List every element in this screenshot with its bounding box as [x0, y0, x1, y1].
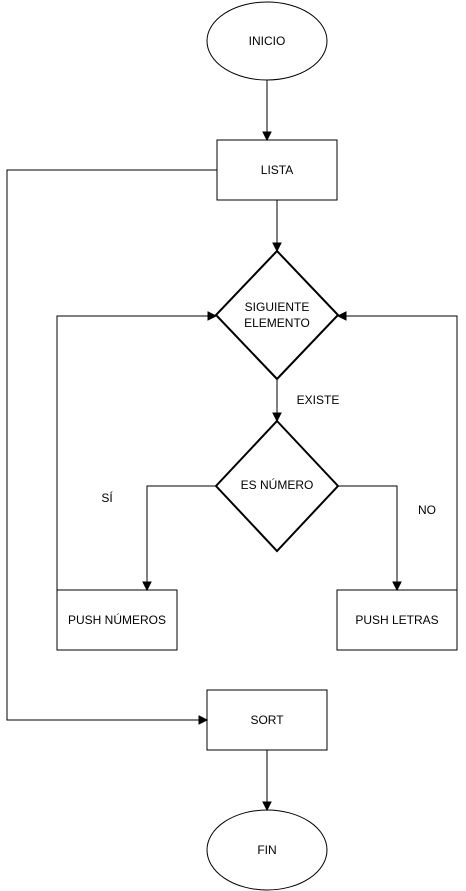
- edge-es-numero-push-letras: [338, 485, 398, 584]
- edge-lista-sort: [6, 169, 217, 721]
- node-push-letras-label: PUSH LETRAS: [355, 613, 439, 627]
- node-lista-shape: [216, 139, 338, 201]
- arrowhead-inicio-lista: [262, 131, 272, 142]
- arrowhead-push-numeros-siguiente: [207, 311, 218, 321]
- edge-label-si: SÍ: [101, 491, 113, 505]
- arrowhead-lista-siguiente: [272, 242, 282, 253]
- node-fin-label: FIN: [257, 843, 277, 857]
- edge-push-numeros-siguiente: [56, 315, 210, 590]
- node-push-numeros-shape: [56, 589, 178, 651]
- node-push-letras-shape: [336, 589, 458, 651]
- arrowhead-siguiente-es-numero: [272, 412, 282, 423]
- arrowhead-es-numero-push-numeros: [142, 581, 152, 592]
- node-sort-label: SORT: [250, 713, 284, 727]
- arrowhead-push-letras-siguiente: [336, 311, 347, 321]
- node-push-numeros-label: PUSH NÚMEROS: [67, 613, 167, 627]
- arrowhead-sort-fin: [262, 801, 272, 812]
- edge-label-existe: EXISTE: [296, 393, 340, 407]
- edge-es-numero-push-numeros: [146, 485, 216, 584]
- node-siguiente-label: SIGUIENTE ELEMENTO: [244, 300, 310, 330]
- edge-push-letras-siguiente: [344, 315, 458, 591]
- node-es-numero-label: ES NÚMERO: [240, 478, 314, 492]
- node-lista-label: LISTA: [260, 163, 294, 177]
- arrowhead-es-numero-push-letras: [392, 581, 402, 592]
- arrowhead-lista-sort: [198, 715, 209, 725]
- node-inicio-label: INICIO: [248, 34, 286, 48]
- edge-label-no: NO: [418, 503, 436, 517]
- node-es-numero-shape: [214, 419, 340, 553]
